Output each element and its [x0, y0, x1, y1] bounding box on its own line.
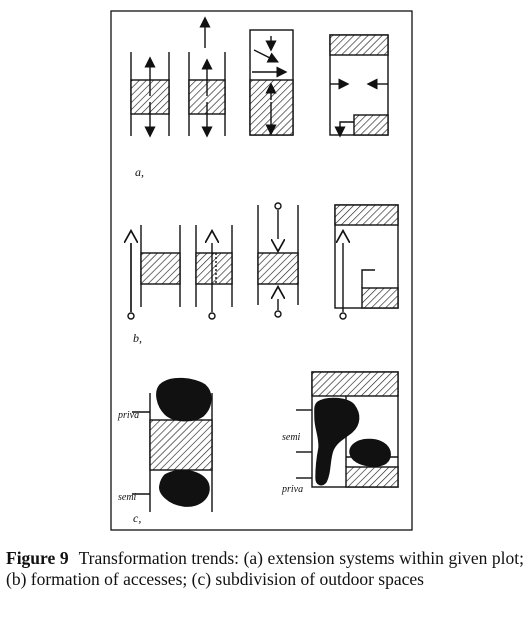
- annotation-semi-left: semi: [118, 492, 137, 503]
- panel-a: [130, 16, 389, 138]
- annotation-private-top: priva: [117, 410, 139, 421]
- panel-label-c: c,: [133, 511, 141, 525]
- figure-border: [110, 10, 413, 531]
- annotation-semi-right: semi: [282, 432, 301, 443]
- panel-label-a: a,: [135, 165, 144, 179]
- figure: a, b,: [110, 10, 413, 531]
- panel-label-b: b,: [133, 331, 142, 345]
- figure-number: Figure 9: [6, 548, 69, 568]
- figure-drawing: a, b,: [110, 10, 413, 531]
- panel-c: [132, 371, 399, 512]
- annotation-private-bottom: priva: [281, 484, 303, 495]
- caption-text: Transformation trends: (a) extension sys…: [6, 548, 524, 589]
- panel-b: [128, 202, 399, 320]
